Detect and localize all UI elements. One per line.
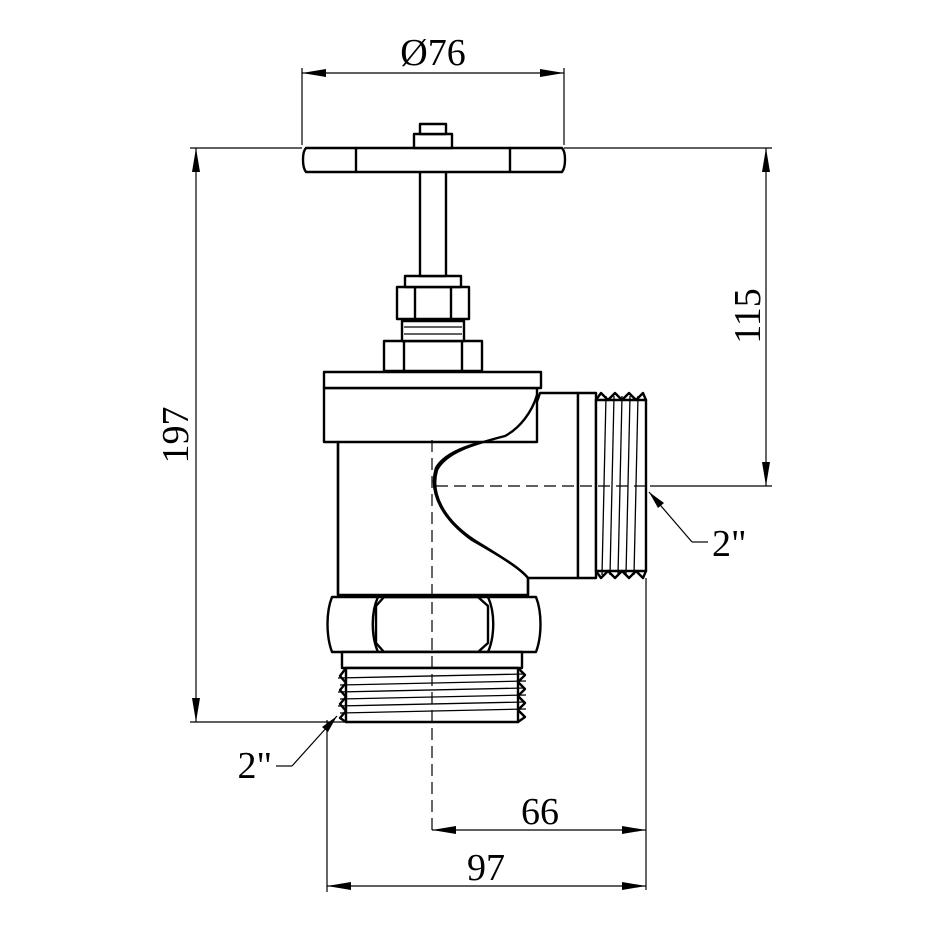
center-lines xyxy=(431,440,650,830)
leader-outlet-thread: 2" xyxy=(648,491,747,565)
label-outlet-thread: 2" xyxy=(712,523,747,565)
label-outlet-height: 115 xyxy=(727,288,769,344)
hex-nut-bottom xyxy=(326,595,542,670)
dimension-overall-height: 197 xyxy=(155,147,345,723)
label-overall-width: 97 xyxy=(467,847,505,889)
leader-inlet-thread: 2" xyxy=(237,715,338,787)
valve-body xyxy=(322,370,580,597)
label-inlet-thread: 2" xyxy=(237,745,272,787)
label-handwheel-diameter: Ø76 xyxy=(400,32,465,74)
dimension-handwheel-diameter: Ø76 xyxy=(301,32,565,145)
handwheel xyxy=(301,122,567,174)
stem-assembly xyxy=(382,168,484,373)
label-axis-to-outlet: 66 xyxy=(521,791,559,833)
dimension-overall-width: 97 xyxy=(326,720,646,892)
label-overall-height: 197 xyxy=(155,407,197,464)
dimension-axis-to-outlet: 66 xyxy=(432,578,647,890)
dimension-outlet-height: 115 xyxy=(564,147,772,487)
